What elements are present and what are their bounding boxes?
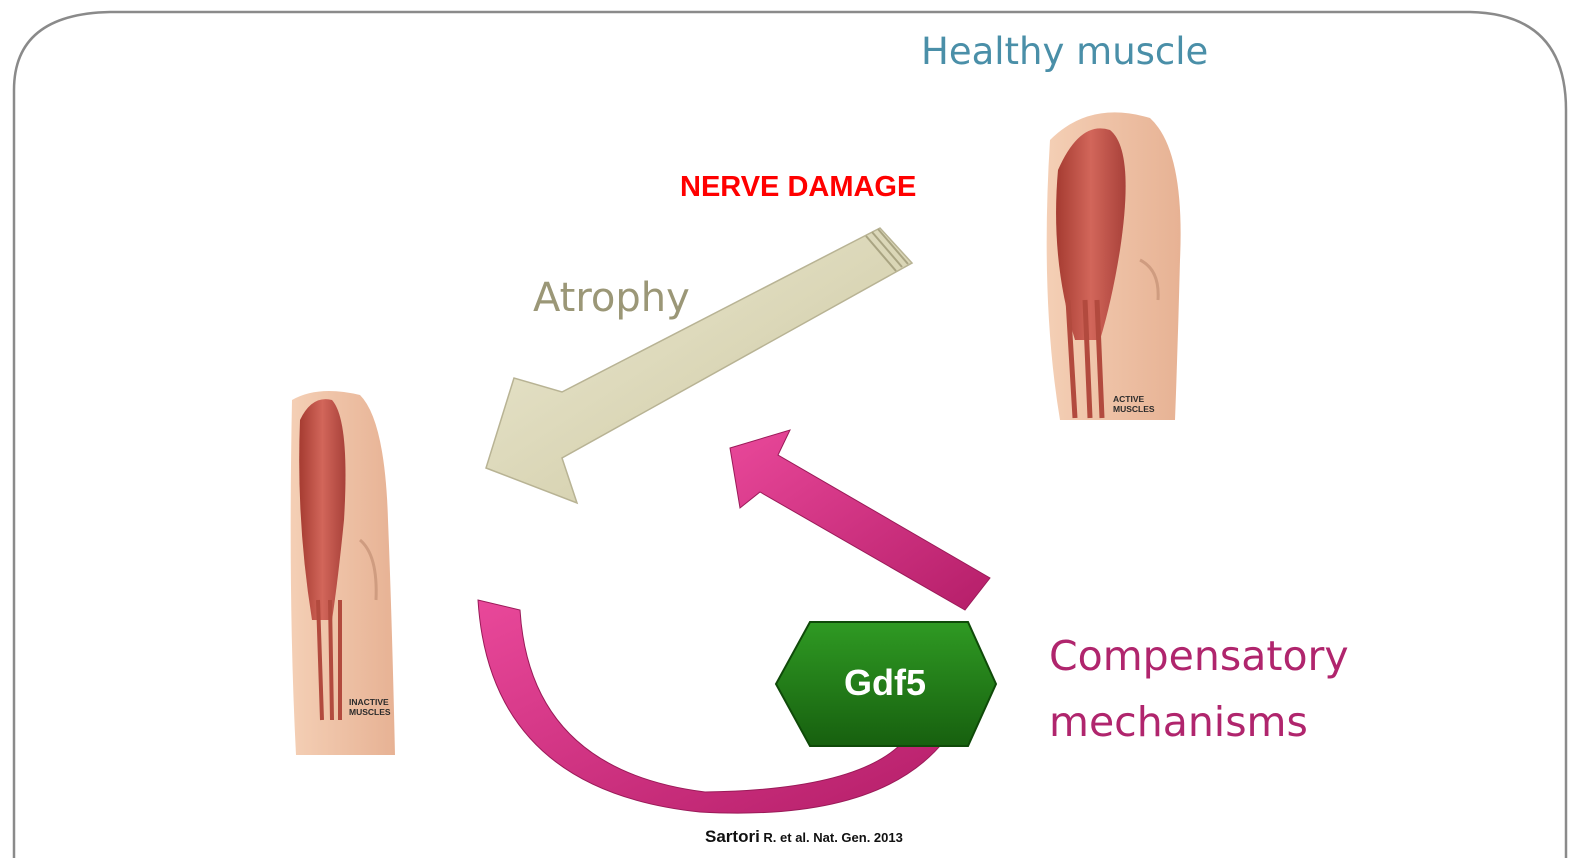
gdf5-label: Gdf5 [800, 662, 970, 704]
healthy-muscle-image [1047, 112, 1181, 420]
compensatory-label-line2: mechanisms [1049, 698, 1308, 746]
citation-author: Sartori [705, 827, 760, 846]
active-muscles-tag: ACTIVE MUSCLES [1113, 394, 1155, 414]
atrophy-arrow [486, 228, 912, 503]
compensatory-arrow [730, 430, 990, 610]
citation-rest: R. et al. Nat. Gen. 2013 [760, 830, 903, 845]
nerve-damage-label: NERVE DAMAGE [680, 171, 916, 204]
healthy-muscle-label: Healthy muscle [921, 30, 1208, 73]
inactive-muscles-tag: INACTIVE MUSCLES [349, 697, 391, 717]
atrophy-label: Atrophy [533, 275, 690, 321]
rounded-frame [14, 12, 1566, 858]
citation: Sartori R. et al. Nat. Gen. 2013 [705, 827, 903, 847]
compensatory-label-line1: Compensatory [1049, 632, 1349, 680]
